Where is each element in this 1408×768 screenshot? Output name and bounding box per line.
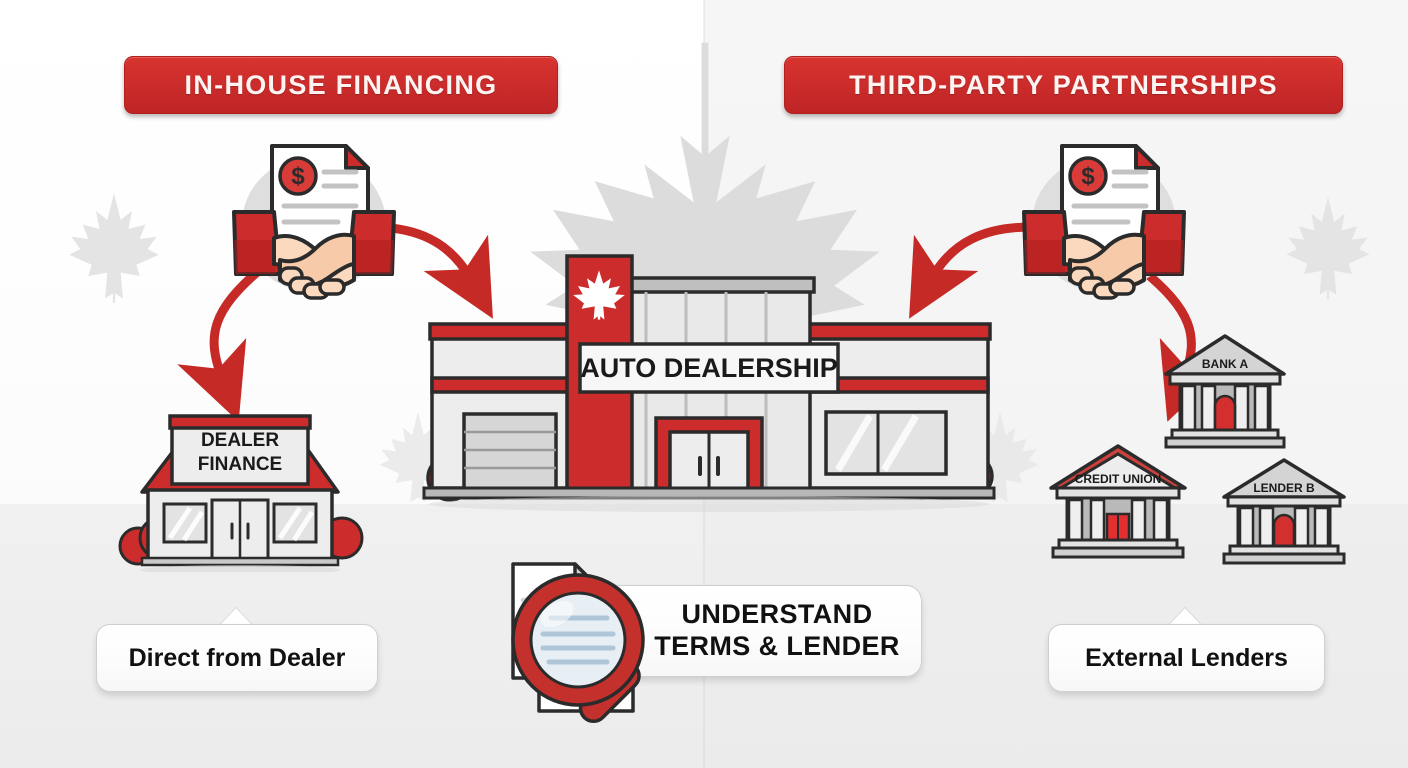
magnifying-glass-document-icon bbox=[503, 556, 713, 746]
lender-b-label: LENDER B bbox=[1253, 481, 1315, 495]
callout-tail-left bbox=[220, 608, 252, 625]
svg-text:$: $ bbox=[1081, 163, 1095, 190]
header-banner-left-label: IN-HOUSE FINANCING bbox=[184, 69, 498, 100]
callout-right-label: External Lenders bbox=[1085, 643, 1288, 672]
credit-union-label: CREDIT UNION bbox=[1075, 472, 1162, 486]
callout-direct-from-dealer[interactable]: Direct from Dealer bbox=[96, 624, 378, 692]
bank-building-credit-union: CREDIT UNION bbox=[1047, 440, 1189, 567]
handshake-contract-icon-right: $ bbox=[1018, 128, 1190, 313]
dealership-sign-text: AUTO DEALERSHIP bbox=[580, 353, 838, 383]
callout-left-label: Direct from Dealer bbox=[128, 643, 346, 672]
callout-center-label: UNDERSTAND TERMS & LENDER bbox=[582, 599, 900, 663]
header-banner-in-house-financing[interactable]: IN-HOUSE FINANCING bbox=[124, 56, 558, 114]
auto-dealership-building: AUTO DEALERSHIP bbox=[414, 246, 1004, 519]
handshake-contract-icon-left: $ bbox=[228, 128, 400, 313]
callout-center-line2: TERMS & LENDER bbox=[654, 631, 900, 661]
callout-external-lenders[interactable]: External Lenders bbox=[1048, 624, 1325, 692]
dealer-finance-building: DEALER FINANCE bbox=[112, 396, 368, 577]
dealer-finance-sign-line2: FINANCE bbox=[198, 454, 282, 475]
callout-center-line1: UNDERSTAND bbox=[681, 599, 873, 630]
bank-building-lender-b: LENDER B bbox=[1218, 455, 1350, 572]
header-banner-right-label: THIRD-PARTY PARTNERSHIPS bbox=[849, 69, 1278, 100]
bank-a-label: BANK A bbox=[1202, 357, 1249, 371]
bank-building-bank-a: BANK A bbox=[1160, 330, 1290, 459]
header-banner-third-party-partnerships[interactable]: THIRD-PARTY PARTNERSHIPS bbox=[784, 56, 1343, 114]
svg-text:$: $ bbox=[291, 163, 305, 190]
callout-tail-right bbox=[1169, 608, 1201, 625]
dealer-finance-sign-line1: DEALER bbox=[201, 430, 279, 451]
